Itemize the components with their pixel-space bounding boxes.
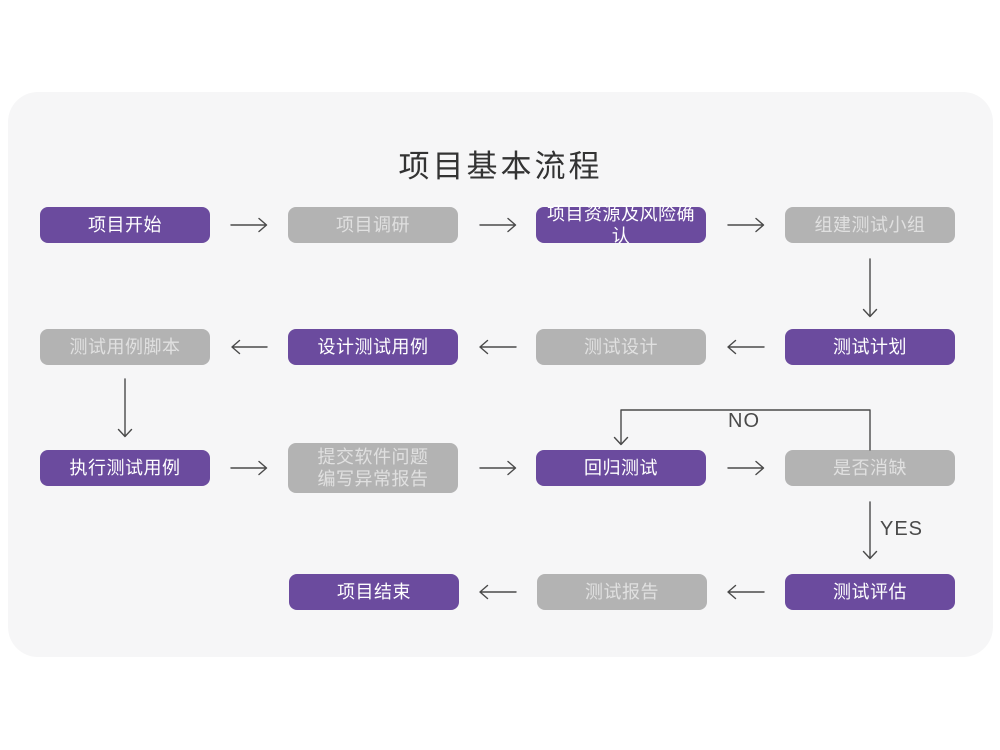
node-form-test-team: 组建测试小组 (785, 207, 955, 243)
node-execute-test-case: 执行测试用例 (40, 450, 210, 486)
node-submit-issue-report: 提交软件问题 编写异常报告 (288, 443, 458, 493)
node-test-plan: 测试计划 (785, 329, 955, 365)
node-project-end: 项目结束 (289, 574, 459, 610)
page-title: 项目基本流程 (398, 149, 603, 184)
node-test-evaluation: 测试评估 (785, 574, 955, 610)
node-regression-test: 回归测试 (536, 450, 706, 486)
flowchart-card (8, 92, 993, 657)
node-test-case-script: 测试用例脚本 (40, 329, 210, 365)
node-test-report: 测试报告 (537, 574, 707, 610)
no-branch-label: NO (728, 410, 760, 432)
node-defect-cleared: 是否消缺 (785, 450, 955, 486)
node-project-research: 项目调研 (288, 207, 458, 243)
node-resources-risk-confirm: 项目资源及风险确认 (536, 204, 706, 246)
node-design-test-case: 设计测试用例 (288, 329, 458, 365)
node-test-design: 测试设计 (536, 329, 706, 365)
yes-branch-label: YES (880, 518, 924, 540)
node-project-start: 项目开始 (40, 207, 210, 243)
